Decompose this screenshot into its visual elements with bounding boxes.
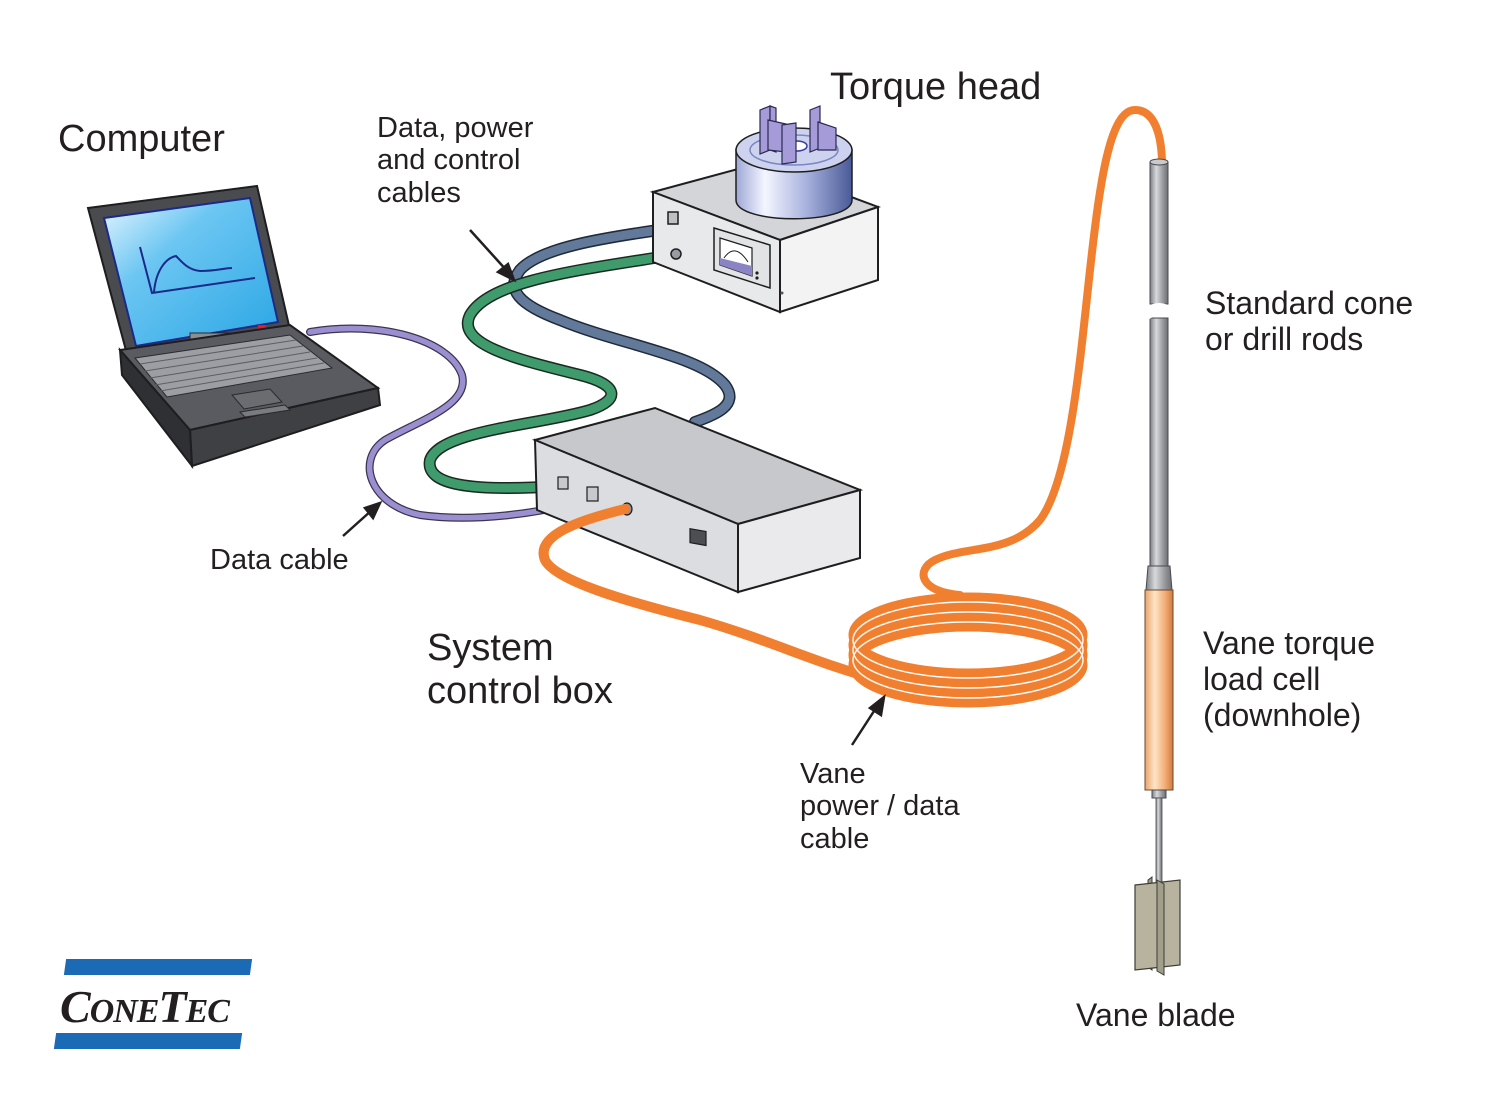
arrows (342, 229, 886, 746)
label-torque-head: Torque head (830, 66, 1042, 108)
control-box-icon (531, 406, 864, 594)
torque-head-icon (649, 105, 881, 314)
label-computer: Computer (58, 118, 225, 160)
logo-bar-top (63, 959, 253, 975)
label-rods: Standard cone or drill rods (1205, 285, 1414, 357)
cable-coil-icon (848, 592, 1088, 708)
label-data-cable: Data cable (210, 544, 349, 576)
screen-graph-icon (139, 246, 256, 295)
drill-rod-icon (1145, 158, 1173, 591)
label-vane-cable: Vane power / data cable (800, 758, 960, 855)
label-data-power-control-cables: Data, power and control cables (377, 112, 534, 209)
conetec-logo: CONETEC (53, 958, 253, 1050)
label-load-cell: Vane torque load cell (downhole) (1203, 625, 1375, 733)
laptop-icon (86, 184, 382, 470)
arrow-vane-cable (850, 707, 878, 746)
gauge-icon (713, 226, 771, 290)
vane-blade-icon (1134, 876, 1181, 976)
load-cell-icon (1144, 589, 1174, 884)
logo-bar-bottom (53, 1033, 243, 1049)
arrow-data-power-control (469, 229, 509, 273)
arrow-data-cable (342, 509, 373, 537)
logo-wordmark: CONETEC (60, 981, 230, 1032)
label-vane-blade: Vane blade (1076, 997, 1236, 1033)
vane-cable (538, 504, 885, 685)
label-system-control-box: System control box (427, 627, 613, 712)
